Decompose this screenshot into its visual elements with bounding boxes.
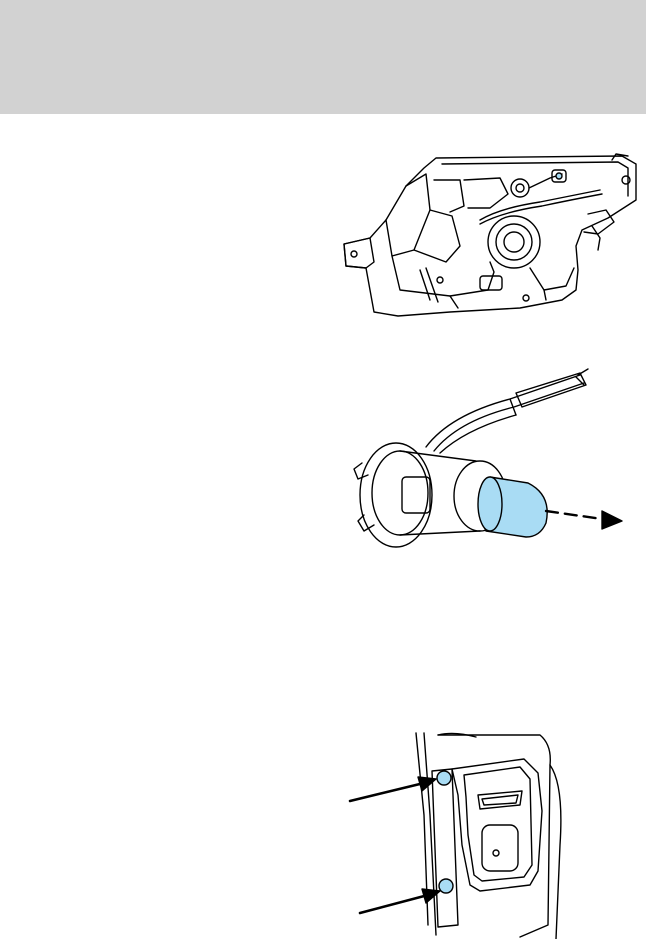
bulb-removal-illustration [340, 365, 646, 550]
header-band [0, 0, 646, 114]
tail-lamp-illustration [320, 725, 646, 939]
headlamp-assembly-illustration [330, 150, 646, 326]
